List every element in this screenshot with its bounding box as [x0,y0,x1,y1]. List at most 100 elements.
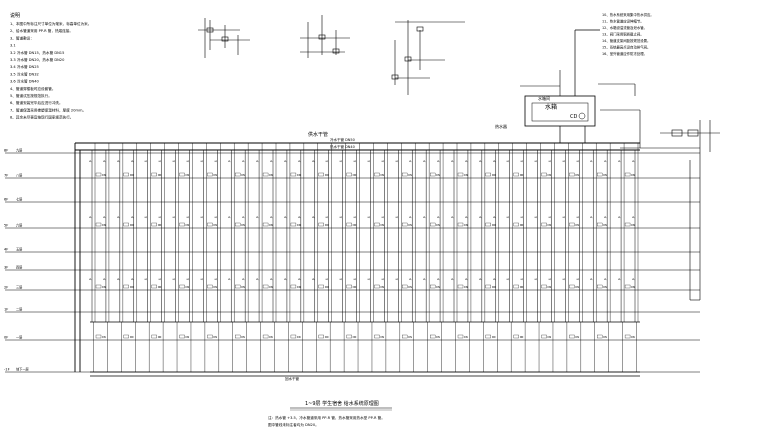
right-notes-block: 10、热水系统采用集中热水供应。 11、热水管道应设伸缩节。12、水箱设溢流管及泄… [602,12,654,56]
riser-tag: JL [159,159,162,163]
caption-line-2: 图中管线未标注者均为 DN20。 [268,422,319,427]
branch-tag: DN [603,174,607,177]
branch-fixture [290,222,297,227]
branch-tag: DN [380,224,384,227]
note-line: 7、管道保温采用橡塑保温材料，厚度 20mm。 [10,107,86,112]
riser-tag: JL [214,277,217,281]
branch-tag: DN [297,286,301,289]
branch-fixture [513,222,519,227]
branch-tag: DN [548,224,552,227]
branch-tag: DN [380,174,384,177]
riser-tag: JL [270,215,273,219]
branch-fixture [123,222,129,227]
riser-tag: JL [381,159,384,163]
floor-level-label: 3F [4,266,8,270]
riser-tag: JL [340,159,343,163]
branch-tag: DN [213,286,217,289]
branch-tag: DN [575,336,579,339]
riser-tag: JL [423,215,426,219]
riser-tag: JL [493,215,496,219]
riser-tag: JL [562,215,565,219]
riser-tag: JL [145,277,148,281]
floor-level-label: 8F [4,149,8,153]
riser-tag: JL [395,277,398,281]
branch-tag: DN [325,286,329,289]
riser-tag: JL [242,277,245,281]
right-notes-lines: 10、热水系统采用集中热水供应。 11、热水管道应设伸缩节。12、水箱设溢流管及泄… [602,12,654,56]
riser-tag: JL [298,159,301,163]
note-line: 1、本图中所标注尺寸单位为毫米，标高单位为米。 [10,21,91,26]
riser-tag: JL [367,159,370,163]
branch-tag: DN [102,174,106,177]
branch-fixture [597,172,603,177]
branch-fixture [569,334,575,339]
branch-fixture [318,172,324,177]
branch-tags: DN DN DN DN DN DN DN DN DN DN DN DN DN DN DN DN DN DN DN DN… [89,159,635,339]
right-note-line: 11、热水管道应设伸缩节。 [602,19,644,24]
floor-name-label: 九层 [16,148,22,153]
branch-tag: DN [241,286,245,289]
note-line: 3.4 冷水管 DN25 [10,64,39,69]
notes-heading: 说明 [10,12,20,19]
branch-tag: DN [130,224,134,227]
branch-fixture [179,334,185,339]
right-note-line: 16、室外管道应作防冻处理。 [602,51,647,56]
branch-tag: DN [408,224,412,227]
branch-tag: DN [353,286,357,289]
branch-tag: DN [492,224,496,227]
right-note-line: 12、水箱设溢流管及泄水管。 [602,25,647,30]
branch-tag: DN [408,174,412,177]
branch-fixture [123,334,129,339]
riser-tag: JL [562,159,565,163]
branch-fixture [430,334,436,339]
branch-fixture [513,172,519,177]
branch-fixture [513,334,519,339]
riser-tag: JL [479,159,482,163]
branch-fixture [597,334,603,339]
branch-tag: DN [520,224,524,227]
branch-fixture [513,284,519,289]
riser-tag: JL [214,159,217,163]
branch-tag: DN [464,174,468,177]
branch-fixture [402,284,408,289]
riser-tag: JL [521,159,524,163]
riser-tag: JL [604,277,607,281]
hot-main-label: 热水干管 DN40 [330,144,355,149]
riser-tag: JL [340,277,343,281]
riser-tag: JL [507,159,510,163]
riser-tag: JL [535,277,538,281]
branch-tag: DN [520,336,524,339]
branch-fixture [569,284,575,289]
branch-fixture [374,222,380,227]
riser-tag: JL [173,159,176,163]
branch-tag: DN [353,174,357,177]
riser-tag: JL [159,277,162,281]
branch-fixture [318,334,324,339]
branch-fixture [541,284,547,289]
riser-tag: JL [354,215,357,219]
branch-fixture [179,222,185,227]
riser-tag: JL [632,277,635,281]
branch-tag: DN [325,224,329,227]
branch-tag: DN [130,174,134,177]
branch-fixture [346,334,352,339]
riser-tag: JL [437,159,440,163]
branch-tag: DN [158,336,162,339]
riser-tag: JL [354,277,357,281]
riser-tag: JL [437,215,440,219]
note-line: 3.2 冷水管 DN15，热水管 DN15 [10,50,64,55]
branch-tag: DN [241,336,245,339]
branch-fixture [151,334,157,339]
detail-sketch-3 [391,20,465,95]
riser-tag: JL [103,277,106,281]
riser-tag: JL [270,277,273,281]
riser-tag: JL [131,215,134,219]
branch-tag: DN [575,286,579,289]
branch-tag: DN [325,336,329,339]
right-note-line: 10、热水系统采用集中热水供应。 [602,12,654,17]
cold-main-label: 冷水干管 DN50 [330,137,355,142]
riser-tag: JL [409,277,412,281]
branch-fixture [235,222,241,227]
branch-tag: DN [631,336,635,339]
branch-fixture [95,334,102,339]
